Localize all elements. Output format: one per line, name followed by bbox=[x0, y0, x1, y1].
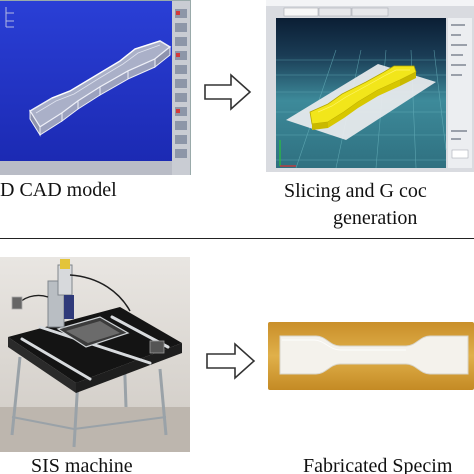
slicing-caption-line1: Slicing and G coc bbox=[284, 180, 427, 202]
slicer-settings-panel bbox=[448, 18, 472, 168]
slicer-tab bbox=[318, 7, 352, 17]
fabricated-specimen-caption: Fabricated Specim bbox=[303, 455, 453, 474]
heater-head bbox=[60, 259, 70, 269]
sliced-part bbox=[309, 65, 417, 130]
cad-model-screenshot bbox=[0, 0, 191, 175]
slicer-tab bbox=[351, 7, 389, 17]
cad-model-caption: D CAD model bbox=[0, 179, 117, 201]
specimen-image bbox=[268, 322, 474, 390]
slicing-caption-line2: generation bbox=[333, 207, 418, 229]
flow-arrow-icon bbox=[204, 73, 252, 111]
slicer-tab bbox=[283, 7, 319, 17]
flow-arrow-icon bbox=[206, 342, 256, 380]
sis-machine-image bbox=[0, 257, 190, 452]
sis-machine-caption: SIS machine bbox=[31, 455, 133, 474]
slicer-image bbox=[266, 0, 474, 172]
sis-machine-photo bbox=[0, 257, 190, 452]
slicer-screenshot bbox=[266, 0, 474, 172]
fabricated-specimen-photo bbox=[268, 322, 474, 390]
cad-model-image bbox=[0, 1, 190, 175]
cad-dogbone-model bbox=[28, 40, 172, 137]
section-divider bbox=[0, 238, 474, 239]
